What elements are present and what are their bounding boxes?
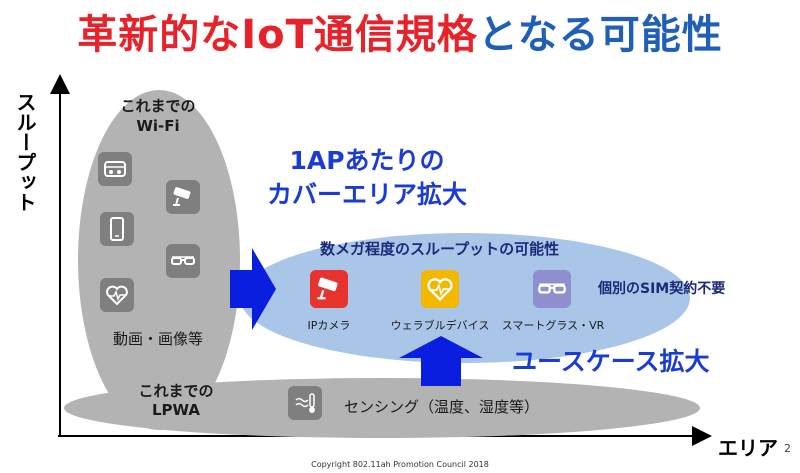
smartphone-icon [100,212,134,246]
smart-glasses-icon [166,244,200,278]
ip-camera-icon [310,270,348,308]
vr-headset-icon [98,152,132,186]
ah-headline-line1: 1APあたりの [289,146,445,175]
ah-throughput: 数メガ程度のスループットの可能性 [320,240,560,258]
x-axis-label: エリア [718,436,778,460]
usecase-expansion: ユースケース拡大 [512,347,710,376]
security-camera-icon [166,180,200,214]
up-arrow [399,336,483,386]
wifi-label: これまでの Wi-Fi [88,96,228,136]
title-blue-part: となる可能性 [477,12,723,58]
lpwa-ellipse [64,378,700,438]
title-red-part: 革新的なIoT通信規格 [77,12,478,58]
ah-headline: 1APあたりの カバーエリア拡大 [232,144,502,212]
lpwa-caption: センシング（温度、湿度等） [344,398,540,416]
no-sim-note: 個別のSIM契約不要 [598,281,726,297]
copyright: Copyright 802.11ah Promotion Council 201… [311,460,489,469]
lpwa-label-line2: LPWA [151,401,201,419]
heart-rate-icon [100,278,134,312]
lpwa-label: これまでの LPWA [116,382,236,420]
device-label-wearable: ウェラブルデバイス [390,319,490,332]
wifi-ellipse [78,90,240,430]
ah-headline-line2: カバーエリア拡大 [266,180,467,209]
wifi-label-line2: Wi-Fi [136,117,180,135]
right-arrow [230,248,276,330]
page-number: 2 [784,442,791,455]
wearable-device-icon [421,270,459,308]
device-label-smart-glasses: スマートグラス・VR [501,319,605,332]
y-axis-label: スループット [13,92,37,212]
wifi-label-line1: これまでの [120,97,196,115]
slide-title: 革新的なIoT通信規格となる可能性 [0,2,800,60]
smart-glasses-vr-icon [533,270,571,308]
thermometer-sensor-icon [288,386,322,420]
wifi-caption: 動画・画像等 [112,330,203,348]
device-label-ip-camera: IPカメラ [307,319,351,332]
lpwa-label-line1: これまでの [138,382,214,400]
